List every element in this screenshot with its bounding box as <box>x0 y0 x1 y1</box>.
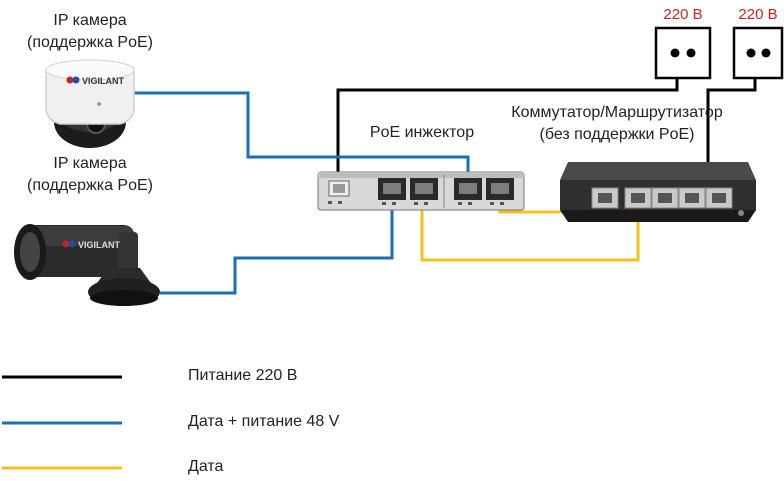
switch-icon <box>560 162 756 222</box>
data-power-cable-camera2 <box>160 200 394 295</box>
poe-injector-icon <box>317 171 525 211</box>
bullet-camera-brand: VIGILANT <box>78 240 121 250</box>
bullet-camera-icon: VIGILANT <box>14 224 160 306</box>
power-cable-switch <box>706 78 757 162</box>
power-outlet-1 <box>654 26 712 80</box>
switch-label: Коммутатор/Маршрутизатор (без поддержки … <box>482 102 752 146</box>
dome-camera-brand: VIGILANT <box>82 76 125 86</box>
switch-label-line2: (без поддержки PoE) <box>539 126 695 143</box>
camera1-label-line2: (поддержка PoE) <box>27 34 153 51</box>
camera2-label: IP камера (поддержка PoE) <box>10 153 170 197</box>
power-cable-injector <box>336 78 679 188</box>
outlet2-label: 220 В <box>738 6 778 23</box>
legend-label-data-power: Дата + питание 48 V <box>188 413 340 430</box>
data-power-cable-camera1 <box>130 91 470 188</box>
outlet1-label: 220 В <box>663 6 703 23</box>
camera1-label: IP камера (поддержка PoE) <box>10 10 170 54</box>
power-outlet-2 <box>732 26 784 80</box>
injector-label: PoE инжектор <box>369 124 475 141</box>
legend-label-data: Дата <box>188 458 224 475</box>
dome-camera-icon: VIGILANT <box>45 59 135 148</box>
camera2-label-line1: IP камера <box>53 155 127 172</box>
camera2-label-line2: (поддержка PoE) <box>27 177 153 194</box>
data-cable-2 <box>420 198 640 262</box>
switch-label-line1: Коммутатор/Маршрутизатор <box>511 104 723 121</box>
camera1-label-line1: IP камера <box>53 12 127 29</box>
legend-label-power: Питание 220 В <box>188 367 298 384</box>
